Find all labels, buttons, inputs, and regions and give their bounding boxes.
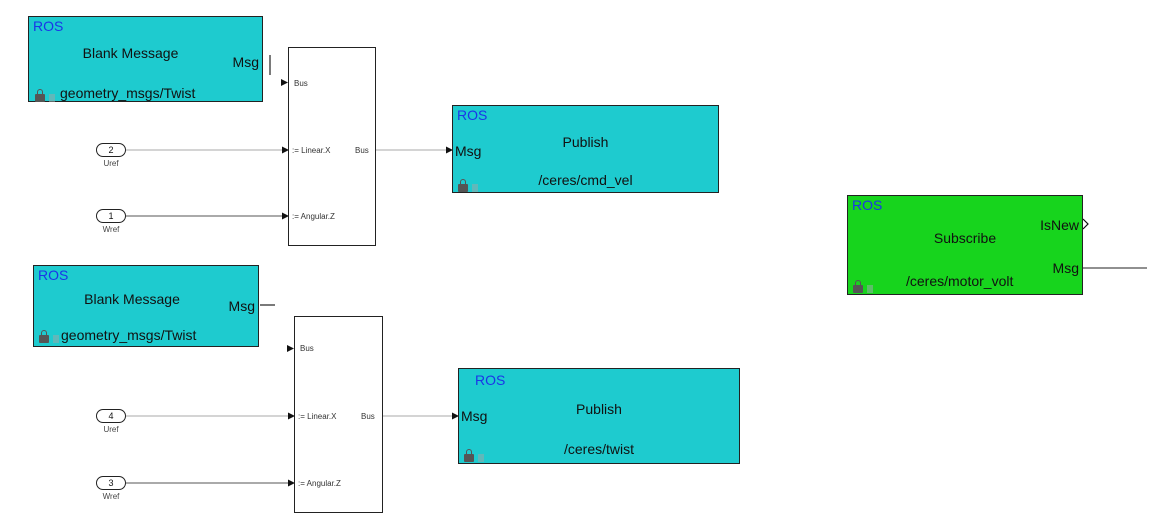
angular-z-input-label: := Angular.Z <box>298 479 341 488</box>
bus-assignment-block[interactable]: Bus := Linear.X Bus := Angular.Z <box>288 47 376 246</box>
ros-label: ROS <box>475 372 506 388</box>
bus-input-arrow-icon <box>287 345 294 352</box>
isnew-output-port[interactable]: IsNew <box>1040 217 1079 233</box>
bus-output-label: Bus <box>361 412 375 421</box>
msg-input-port[interactable]: Msg <box>461 408 488 424</box>
inport-3[interactable]: 3 <box>96 476 126 490</box>
inport-2-label: Uref <box>103 159 119 168</box>
ros-label: ROS <box>38 267 69 283</box>
bus-input-label: Bus <box>300 344 314 353</box>
topic-name: /ceres/motor_volt <box>906 273 1014 289</box>
msg-output-port[interactable]: Msg <box>228 298 255 314</box>
inport-3-label: Wref <box>102 492 120 501</box>
msg-input-port[interactable]: Msg <box>455 143 482 159</box>
bus-input-arrow-icon <box>281 79 288 86</box>
link-icon <box>53 335 59 343</box>
link-icon <box>867 285 873 293</box>
blank-message-block[interactable]: ROS Blank Message Msg geometry_msgs/Twis… <box>28 16 263 102</box>
angular-z-input-label: := Angular.Z <box>292 212 335 221</box>
lock-icon <box>464 449 474 462</box>
msg-output-port[interactable]: Msg <box>232 54 259 70</box>
link-icon <box>49 94 55 102</box>
linear-x-input-label: := Linear.X <box>298 412 337 421</box>
lock-icon <box>39 330 49 343</box>
publish-block[interactable]: ROS Publish Msg /ceres/cmd_vel <box>452 105 719 193</box>
inport-4[interactable]: 4 <box>96 409 126 423</box>
msg-output-port[interactable]: Msg <box>1052 260 1079 276</box>
topic-name: /ceres/twist <box>563 441 634 457</box>
ros-label: ROS <box>852 197 883 213</box>
topic-name: /ceres/cmd_vel <box>538 172 633 188</box>
bus-assignment-block[interactable]: Bus := Linear.X Bus := Angular.Z <box>294 316 383 513</box>
inport-1[interactable]: 1 <box>96 209 126 223</box>
link-icon <box>478 454 484 462</box>
bus-output-label: Bus <box>355 146 369 155</box>
lock-icon <box>853 280 863 293</box>
link-icon <box>472 184 478 192</box>
isnew-output-port-icon <box>1082 218 1089 230</box>
block-title: Blank Message <box>82 45 179 61</box>
blank-message-block[interactable]: ROS Blank Message Msg geometry_msgs/Twis… <box>33 265 259 347</box>
linear-x-input-label: := Linear.X <box>292 146 331 155</box>
publish-block[interactable]: ROS Publish Msg /ceres/twist <box>458 368 740 464</box>
block-title: Subscribe <box>933 230 997 246</box>
subscribe-block[interactable]: ROS Subscribe IsNew Msg /ceres/motor_vol… <box>847 195 1083 295</box>
message-type: geometry_msgs/Twist <box>61 327 197 343</box>
ros-label: ROS <box>33 18 64 34</box>
inport-4-label: Uref <box>103 425 119 434</box>
message-type: geometry_msgs/Twist <box>60 85 196 101</box>
block-title: Publish <box>576 401 622 417</box>
block-title: Blank Message <box>84 291 180 307</box>
lock-icon <box>35 89 45 102</box>
block-title: Publish <box>562 134 609 150</box>
bus-input-label: Bus <box>294 79 308 88</box>
lock-icon <box>458 179 468 192</box>
inport-1-label: Wref <box>102 225 120 234</box>
inport-2[interactable]: 2 <box>96 143 126 157</box>
ros-label: ROS <box>457 107 488 123</box>
